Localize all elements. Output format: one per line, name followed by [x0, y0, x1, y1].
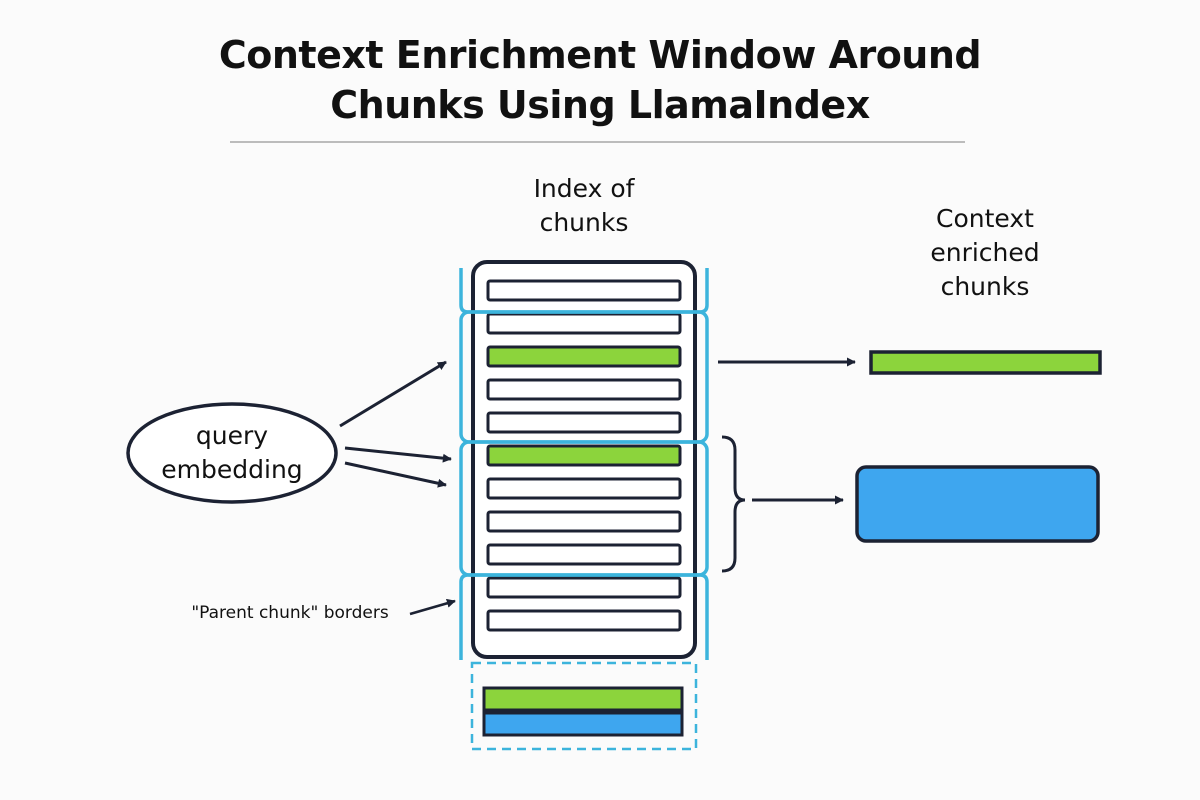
chunk-row-11: [486, 609, 682, 632]
parent-borders-arrow: [409, 598, 456, 616]
chunk-row-9: [486, 543, 682, 566]
query-label-line-1: query: [195, 421, 269, 450]
context-label-line-2: enriched: [930, 238, 1040, 267]
chunk-row-7: [486, 477, 682, 500]
chunk-row-6-green: [486, 444, 682, 467]
chunk-row-2: [486, 312, 682, 335]
query-arrow-top: [339, 360, 447, 428]
index-label-line-2: chunks: [539, 208, 629, 237]
window-chunk-green: [482, 686, 684, 712]
diagram-title: Context Enrichment Window Around Chunks …: [0, 30, 1200, 130]
title-line-2: Chunks Using LlamaIndex: [330, 83, 870, 127]
query-embedding-label: query embedding: [132, 419, 332, 487]
parent-borders-label: "Parent chunk" borders: [191, 603, 389, 623]
title-line-1: Context Enrichment Window Around: [218, 33, 982, 77]
enriched-chunk-green: [869, 350, 1102, 375]
window-chunk-blue: [482, 711, 684, 737]
parent-chunk-border-3: [459, 440, 709, 577]
query-arrow-middle: [344, 446, 452, 463]
chunk-row-1: [486, 279, 682, 302]
query-embedding-node: [126, 402, 338, 504]
query-arrow-bottom: [344, 461, 447, 488]
chunk-row-3-green: [486, 345, 682, 368]
context-label-line-3: chunks: [940, 272, 1030, 301]
chunk-rows: [486, 279, 682, 632]
parent-chunk-borders: [459, 268, 709, 660]
index-label: Index of chunks: [484, 172, 684, 240]
context-window-box: [470, 661, 698, 751]
chunk-row-4: [486, 378, 682, 401]
chunk-row-8: [486, 510, 682, 533]
context-label-line-1: Context: [936, 204, 1034, 233]
chunk-row-10: [486, 576, 682, 599]
context-window-rows: [482, 686, 684, 737]
query-arrows: [339, 360, 452, 488]
query-label-line-2: embedding: [161, 455, 303, 484]
chunk-row-5: [486, 411, 682, 434]
enriched-chunk-blue: [855, 465, 1100, 543]
context-enriched-label: Context enriched chunks: [885, 202, 1085, 304]
index-label-line-1: Index of: [533, 174, 635, 203]
window-brace: [721, 435, 746, 573]
